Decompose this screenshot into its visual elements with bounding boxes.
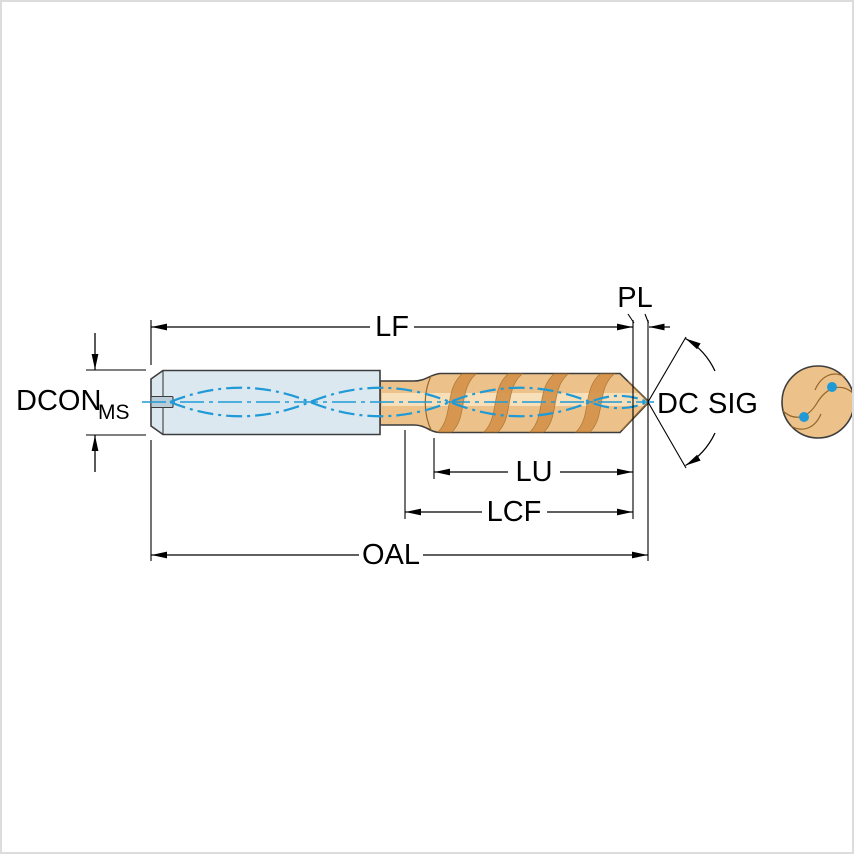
label-lu: LU	[515, 456, 552, 488]
dimension-oal: OAL	[151, 539, 648, 571]
end-view-flute-curve	[814, 373, 846, 391]
label-sig: SIG	[708, 388, 758, 420]
point-angle-line	[647, 336, 687, 403]
coolant-helix-line-1	[169, 386, 646, 418]
flute-ribbon	[529, 373, 570, 433]
dimension-lcf: LCF	[405, 496, 633, 528]
coolant-hole-dot	[799, 412, 809, 422]
label-dcon: DCON	[16, 385, 101, 417]
label-lcf: LCF	[487, 496, 542, 528]
drill-tip-facet	[627, 380, 649, 403]
end-view-flute-curve	[790, 413, 822, 430]
label-pl: PL	[617, 282, 652, 314]
label-dcon-subscript: MS	[98, 401, 130, 424]
drill-side-view	[142, 369, 654, 436]
point-angle-line	[647, 401, 687, 469]
dimension-dc-sig: DC SIG	[647, 336, 758, 469]
coolant-helix-line-2	[169, 386, 646, 418]
drill-tip-facet	[621, 401, 649, 431]
coolant-hole-dot	[827, 382, 837, 392]
label-lf: LF	[375, 311, 409, 343]
leader-line	[644, 313, 650, 324]
dimension-pl: PL	[617, 282, 670, 331]
sig-arc	[685, 432, 716, 467]
flute-highlight-stripe	[382, 393, 648, 406]
dimension-lf: LF	[151, 311, 633, 343]
extension-lines	[86, 320, 649, 561]
end-view-flute-curve	[782, 386, 852, 418]
dimension-lu: LU	[434, 456, 633, 488]
dimension-dcon: DCON MS	[16, 333, 130, 472]
label-oal: OAL	[362, 539, 420, 571]
drill-end-view	[781, 365, 852, 439]
label-dc: DC	[657, 388, 699, 420]
leader-line	[627, 313, 635, 324]
flute-ribbon	[437, 373, 478, 433]
sig-arc	[685, 337, 716, 372]
flute-runout-curve	[424, 373, 433, 433]
